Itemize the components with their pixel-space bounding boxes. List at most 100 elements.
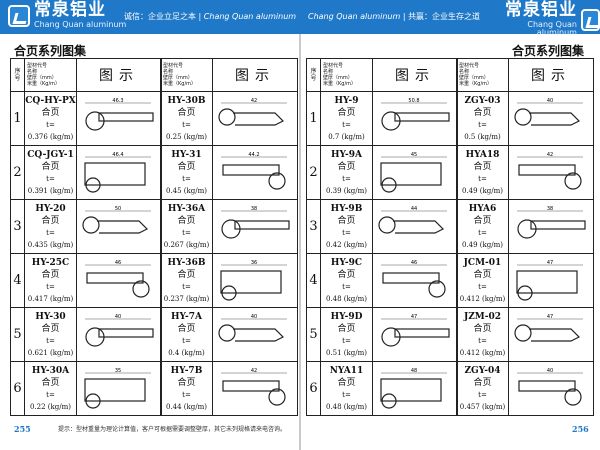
profile-name: 合页 (177, 377, 196, 388)
profile-weight: 0.417 (kg/m) (27, 294, 74, 303)
picture-header: 图示 (76, 58, 162, 92)
profile-name: 合页 (337, 323, 356, 334)
profile-picture: 42 (212, 361, 298, 416)
dimension-label: 40 (115, 314, 121, 320)
profile-weight: 0.45 (kg/m) (166, 186, 207, 195)
thickness-label: t= (342, 390, 351, 399)
thickness-label: t= (342, 174, 351, 183)
dimension-label: 46 (411, 260, 417, 266)
profile-picture: 40 (76, 307, 162, 362)
profile-drawing: 46.3 (85, 98, 154, 131)
profile-weight: 0.48 (kg/m) (326, 294, 367, 303)
dimension-label: 47 (547, 260, 553, 266)
dimension-label: 40 (547, 98, 553, 104)
profile-code: HY-30A (31, 365, 70, 376)
profile-drawing: 35 (84, 368, 151, 409)
row-number: 6 (10, 361, 25, 416)
logo-icon (8, 4, 30, 27)
thickness-label: t= (182, 390, 191, 399)
thickness-label: t= (46, 228, 55, 237)
thickness-label: t= (342, 282, 351, 291)
profile-code: HY-9A (330, 149, 362, 160)
profile-weight: 0.7 (kg/m) (328, 132, 365, 141)
profile-drawing: 44 (378, 206, 447, 234)
profile-picture: 50 (76, 199, 162, 254)
header-bar-right: Chang Quan aluminum | 共赢：企业生存之道 常泉铝业 Cha… (300, 0, 600, 37)
thickness-label: t= (182, 120, 191, 129)
profile-weight: 0.4 (kg/m) (168, 348, 205, 357)
row-number: 4 (10, 253, 25, 308)
meta-header: 型材代号名称壁厚（mm）米重（Kg/m） (320, 58, 373, 92)
thickness-label: t= (478, 174, 487, 183)
profile-picture: 40 (212, 307, 298, 362)
profile-name: 合页 (177, 161, 196, 172)
logo-text-en: Chang Quan aluminum (34, 20, 127, 29)
profile-name: 合页 (473, 377, 492, 388)
dimension-label: 46.3 (112, 98, 123, 104)
profile-drawing: 42 (517, 152, 583, 190)
dimension-label: 40 (547, 368, 553, 374)
dimension-label: 46.4 (112, 152, 123, 158)
profile-name: 合页 (41, 269, 60, 280)
profile-code: NYA11 (329, 365, 364, 376)
profile-weight: 0.621 (kg/m) (27, 348, 74, 357)
profile-weight: 0.376 (kg/m) (27, 132, 74, 141)
row-number: 5 (306, 307, 321, 362)
profile-weight: 0.49 (kg/m) (462, 186, 503, 195)
profile-code: HY-20 (35, 203, 66, 214)
dimension-label: 45 (411, 152, 417, 158)
profile-weight: 0.48 (kg/m) (326, 402, 367, 411)
thickness-label: t= (46, 120, 55, 129)
profile-weight: 0.44 (kg/m) (166, 402, 207, 411)
profile-name: 合页 (177, 269, 196, 280)
dimension-label: 47 (411, 314, 417, 320)
profile-name: 合页 (337, 215, 356, 226)
profile-name: 合页 (337, 161, 356, 172)
profile-code: HY-36B (167, 257, 206, 268)
thickness-label: t= (182, 336, 191, 345)
profile-weight: 0.267 (kg/m) (163, 240, 210, 249)
page-number-left: 255 (14, 424, 31, 434)
profile-code: HY-30B (167, 95, 206, 106)
profile-name: 合页 (177, 323, 196, 334)
profile-drawing: 50 (82, 206, 151, 234)
slogan-right: Chang Quan aluminum | 共赢：企业生存之道 (308, 12, 481, 21)
profile-drawing: 38 (517, 206, 586, 239)
thickness-label: t= (342, 336, 351, 345)
profile-drawing: 45 (380, 152, 447, 193)
thickness-label: t= (478, 282, 487, 291)
slogan-left: 诚信：企业立足之本 | Chang Quan aluminum (124, 12, 297, 21)
profile-drawing: 38 (221, 206, 290, 239)
profile-name: 合页 (473, 215, 492, 226)
meta-header: 型材代号名称壁厚（mm）米重（Kg/m） (456, 58, 509, 92)
section-title-left: 合页系列图集 (14, 44, 87, 58)
profile-code: HYA6 (468, 203, 497, 214)
slogan-left-en: Chang Quan aluminum (203, 12, 297, 21)
dimension-label: 46 (115, 260, 121, 266)
